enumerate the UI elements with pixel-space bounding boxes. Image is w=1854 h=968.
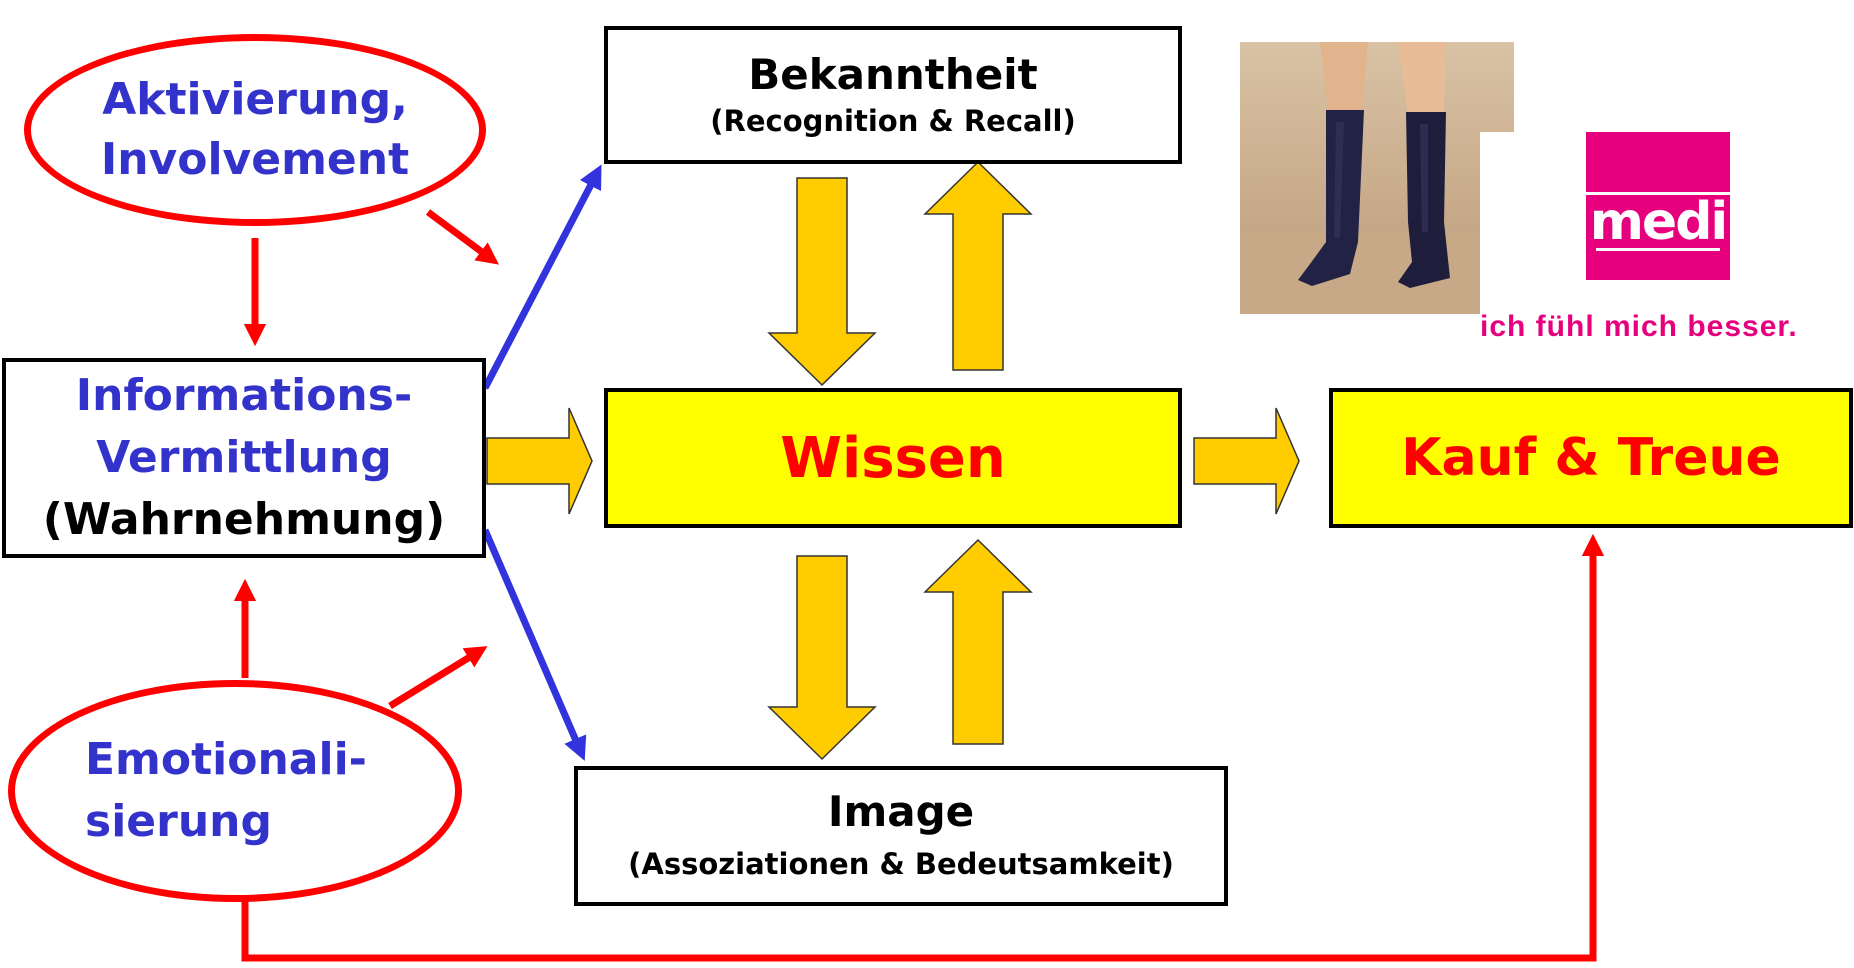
info-line3: (Wahrnehmung) xyxy=(42,494,446,545)
info-line1: Informations- xyxy=(75,370,413,421)
activation-to-diagonal-arrow xyxy=(425,209,499,265)
image-box: Image (Assoziationen & Bedeutsamkeit) xyxy=(574,766,1228,906)
knowledge-to-purchase-arrow xyxy=(1193,407,1300,515)
image-to-knowledge-arrow xyxy=(923,538,1033,745)
activation-line2: Involvement xyxy=(100,134,410,185)
info-line2: Vermittlung xyxy=(96,432,392,483)
awareness-to-knowledge-arrow xyxy=(767,177,877,387)
purchase-loyalty-box: Kauf & Treue xyxy=(1329,388,1853,528)
knowledge-title: Wissen xyxy=(780,425,1006,491)
emotion-line2: sierung xyxy=(85,796,272,847)
emotion-line1: Emotionali- xyxy=(85,734,367,785)
info-to-awareness-arrow xyxy=(481,164,602,390)
emotionalization-oval: Emotionali- sierung xyxy=(8,680,462,902)
information-delivery-box: Informations- Vermittlung (Wahrnehmung) xyxy=(2,358,486,558)
knowledge-to-image-arrow xyxy=(767,555,877,761)
awareness-subtitle: (Recognition & Recall) xyxy=(710,104,1076,138)
socks-illustration xyxy=(1240,42,1514,314)
socks-photo xyxy=(1240,42,1514,314)
brand-panel: medi ich fühl mich besser. xyxy=(1480,132,1840,352)
activation-involvement-oval: Aktivierung, Involvement xyxy=(24,34,486,226)
purchase-title: Kauf & Treue xyxy=(1401,428,1781,488)
knowledge-box: Wissen xyxy=(604,388,1182,528)
info-to-knowledge-arrow xyxy=(486,407,593,515)
knowledge-to-awareness-arrow xyxy=(923,160,1033,371)
awareness-title: Bekanntheit xyxy=(748,50,1038,99)
medi-logo: medi xyxy=(1586,132,1730,280)
info-to-image-arrow xyxy=(481,528,587,761)
activation-line1: Aktivierung, xyxy=(102,74,408,125)
medi-logo-text: medi xyxy=(1589,192,1729,252)
awareness-box: Bekanntheit (Recognition & Recall) xyxy=(604,26,1182,164)
image-title: Image xyxy=(827,787,975,836)
emotion-to-diagonal-arrow xyxy=(388,646,488,709)
emotion-to-purchase-arrow xyxy=(241,533,1605,962)
brand-slogan: ich fühl mich besser. xyxy=(1480,310,1798,343)
image-subtitle: (Assoziationen & Bedeutsamkeit) xyxy=(628,847,1174,881)
